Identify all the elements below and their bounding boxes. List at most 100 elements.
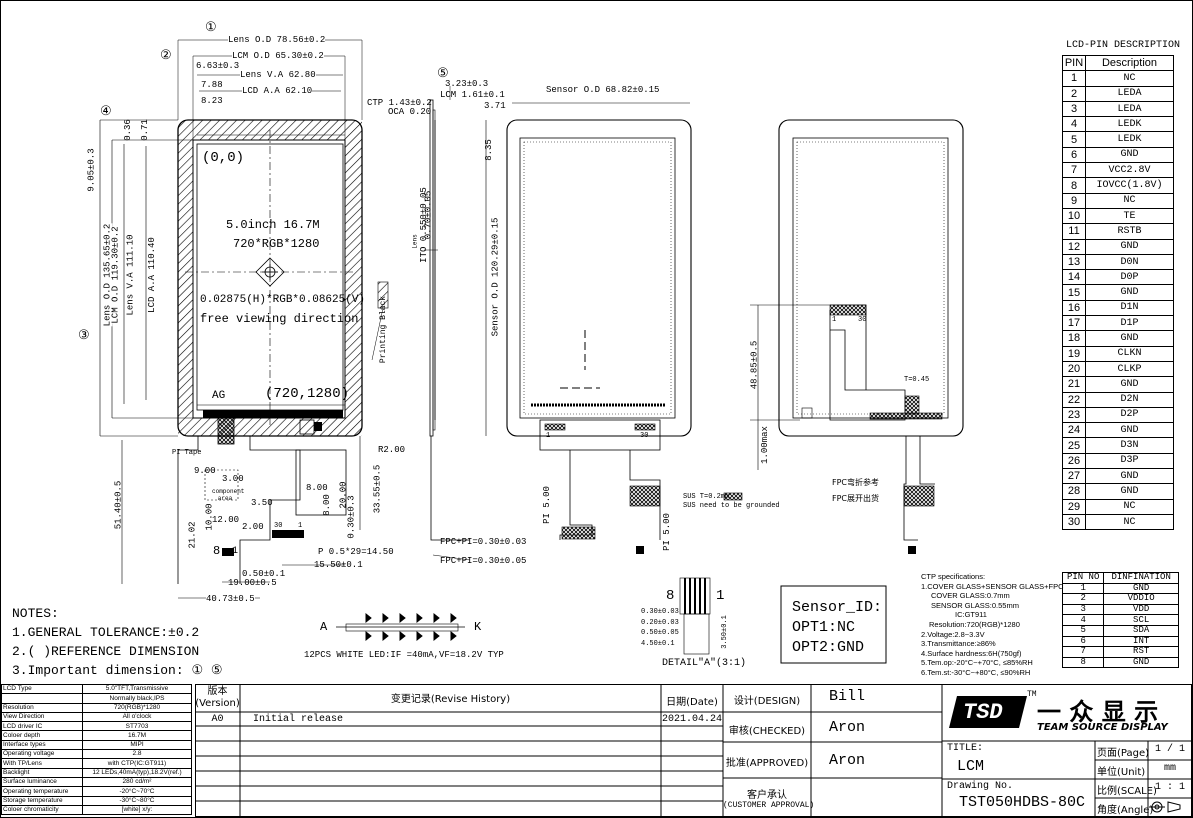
pin-description: RSTB [1085,223,1174,240]
ctp-pin-number: 6 [1061,635,1105,648]
description-header: Description [1085,54,1174,72]
ctp-pin-number: 7 [1061,646,1105,658]
pin-description: D0P [1085,269,1174,286]
spec-value: 5.0"TFT,Transmissive [82,683,192,695]
pin-description: D1N [1085,299,1174,317]
ctp-pin-number: 8 [1061,656,1105,669]
customer-label-en: (CUSTOMER APPROVAL) [723,801,815,810]
spec-value: with CTP(IC:GT911) [82,758,192,769]
pin-number: 22 [1062,391,1086,408]
sensor-id-box [780,585,887,664]
pin-description: D2N [1085,391,1174,408]
detail-dim-3-50: 3.50±0.1 [720,615,729,649]
spec-value: 12 LEDs,40mA(typ),18.2V(ref.) [82,767,192,778]
sensor-id-block: Sensor_ID: OPT1:NC OPT2:GND [792,599,883,656]
spec-value: -30°C~80°C [82,795,192,806]
ctp-specifications: CTP specifications: 1.COVER GLASS+SENSOR… [921,572,1064,677]
unit-label: 单位(Unit) [1097,767,1146,778]
page-value: 1 / 1 [1154,744,1185,755]
date-header: 日期(Date) [666,697,718,708]
spec-key: Operating voltage [1,749,83,760]
pin-number: 7 [1062,162,1086,179]
spec-value: [white] x/y: [82,804,192,816]
pin-description: NC [1085,70,1174,87]
spec-value: MIPI [82,739,192,751]
pin-description: CLKP [1085,360,1174,378]
pin-description: LEDK [1085,116,1174,133]
pin-description: TE [1085,207,1174,225]
pin-description: LEDA [1085,100,1174,118]
spec-key [1,693,83,704]
pin-description: D3N [1085,437,1174,454]
pin-number: 23 [1062,406,1086,424]
pin-number: 14 [1062,269,1086,286]
spec-key: LCD Type [1,683,83,695]
pin-description: GND [1085,284,1174,301]
logo-tm: TM [1027,690,1037,699]
pin-number: 17 [1062,315,1086,332]
detail-dims: 0.30±0.03 0.20±0.03 0.50±0.05 4.50±0.1 [641,608,679,648]
pin-description: LEDA [1085,85,1174,102]
title-block: 版本 (Version) 变更记录(Revise History) 日期(Dat… [195,684,1192,817]
pin-description: NC [1085,498,1174,515]
checked-name: Aron [829,719,866,736]
pin-table-title: LCD-PIN DESCRIPTION [1066,40,1181,51]
ctp-pin-definition: RST [1103,646,1179,658]
ctp-pin-definition: VDD [1103,603,1179,616]
notes-block: NOTES: 1.GENERAL TOLERANCE:±0.2 2.( )REF… [12,604,223,680]
detail-a-label: DETAIL"A"(3:1) [662,658,747,669]
pin-number: 3 [1062,100,1086,118]
drawing-number: TST050HDBS-80C [959,794,1086,811]
pin-number: 1 [1062,70,1086,87]
ctp-pin-definition: SDA [1103,624,1179,637]
pin-number: 29 [1062,498,1086,515]
ctp-pin-number: 5 [1061,624,1105,637]
spec-value: All o'clock [82,711,192,723]
spec-value: ST7703 [82,721,192,732]
spec-row: Storage temperature-30°C~80°C [1,795,192,806]
spec-key: Coloer depth [1,730,83,741]
ctp-pin-number: 1 [1061,582,1105,595]
pin-description: IOVCC(1.8V) [1085,177,1174,194]
spec-value: 16.7M [82,730,192,741]
angle-label: 角度(Angle) [1097,805,1154,816]
notes-heading: NOTES: [12,606,59,621]
spec-key: Backlight [1,767,83,778]
pin-description: D1P [1085,315,1174,332]
pin-number: 6 [1062,146,1086,164]
pin-description: D3P [1085,452,1174,470]
side-view [424,86,471,561]
pin-description: GND [1085,376,1174,393]
detail-a-drawing [679,577,711,655]
revise-history-header: 变更记录(Revise History) [390,694,511,705]
note-2: 2.( )REFERENCE DIMENSION [12,644,200,659]
pin-number: 12 [1062,238,1086,255]
pin-number: 28 [1062,483,1086,500]
pin-description: VCC2.8V [1085,162,1174,179]
back-view [750,119,964,554]
spec-key: Resolution [1,702,83,713]
spec-key: Storage temperature [1,795,83,806]
pin-description: D0N [1085,253,1174,271]
led-string-diagram [336,612,465,642]
ctp-pin-definition: INT [1103,635,1179,648]
